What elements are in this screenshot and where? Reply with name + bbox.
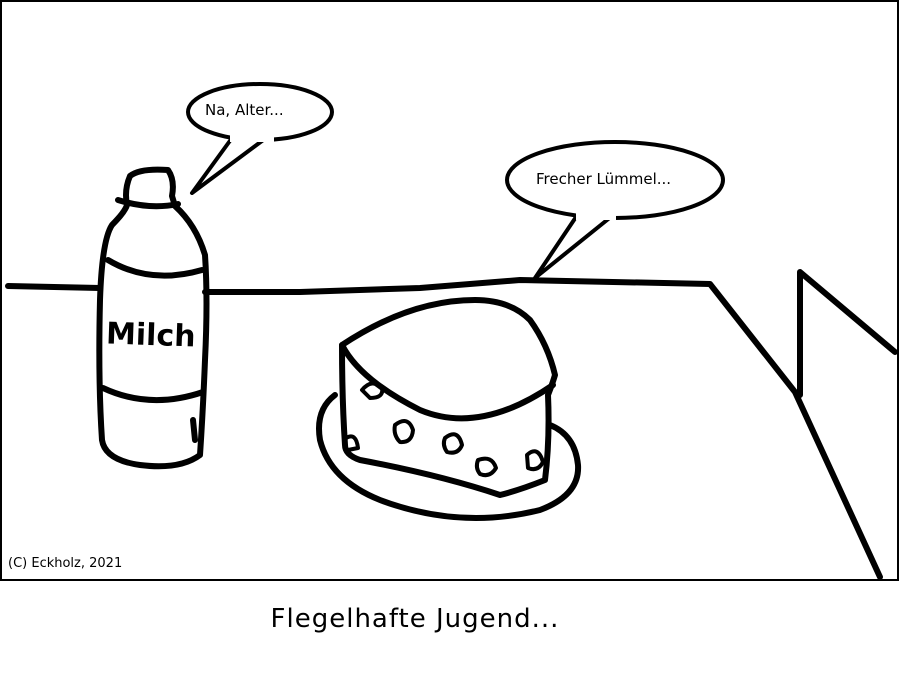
copyright-text: (C) Eckholz, 2021: [8, 556, 123, 571]
comic-caption: Flegelhafte Jugend...: [270, 604, 560, 634]
table-edge: [5, 277, 883, 580]
panel-border: [0, 0, 899, 581]
milk-bottle: [96, 166, 210, 470]
chair-outline: [797, 269, 898, 398]
comic-panel: Na, Alter... Frecher Lümmel... Milch (C)…: [0, 0, 899, 581]
bottle-label-text: Milch: [105, 316, 197, 355]
bottle-speech-text: Na, Alter...: [205, 101, 284, 119]
speech-tail-cake: [533, 212, 614, 280]
speech-tail-bottle: [190, 133, 272, 195]
cake-speech-text: Frecher Lümmel...: [536, 170, 672, 188]
cake-slice: [339, 297, 558, 498]
comic-drawing: [0, 0, 899, 581]
cake-plate: [316, 392, 582, 521]
